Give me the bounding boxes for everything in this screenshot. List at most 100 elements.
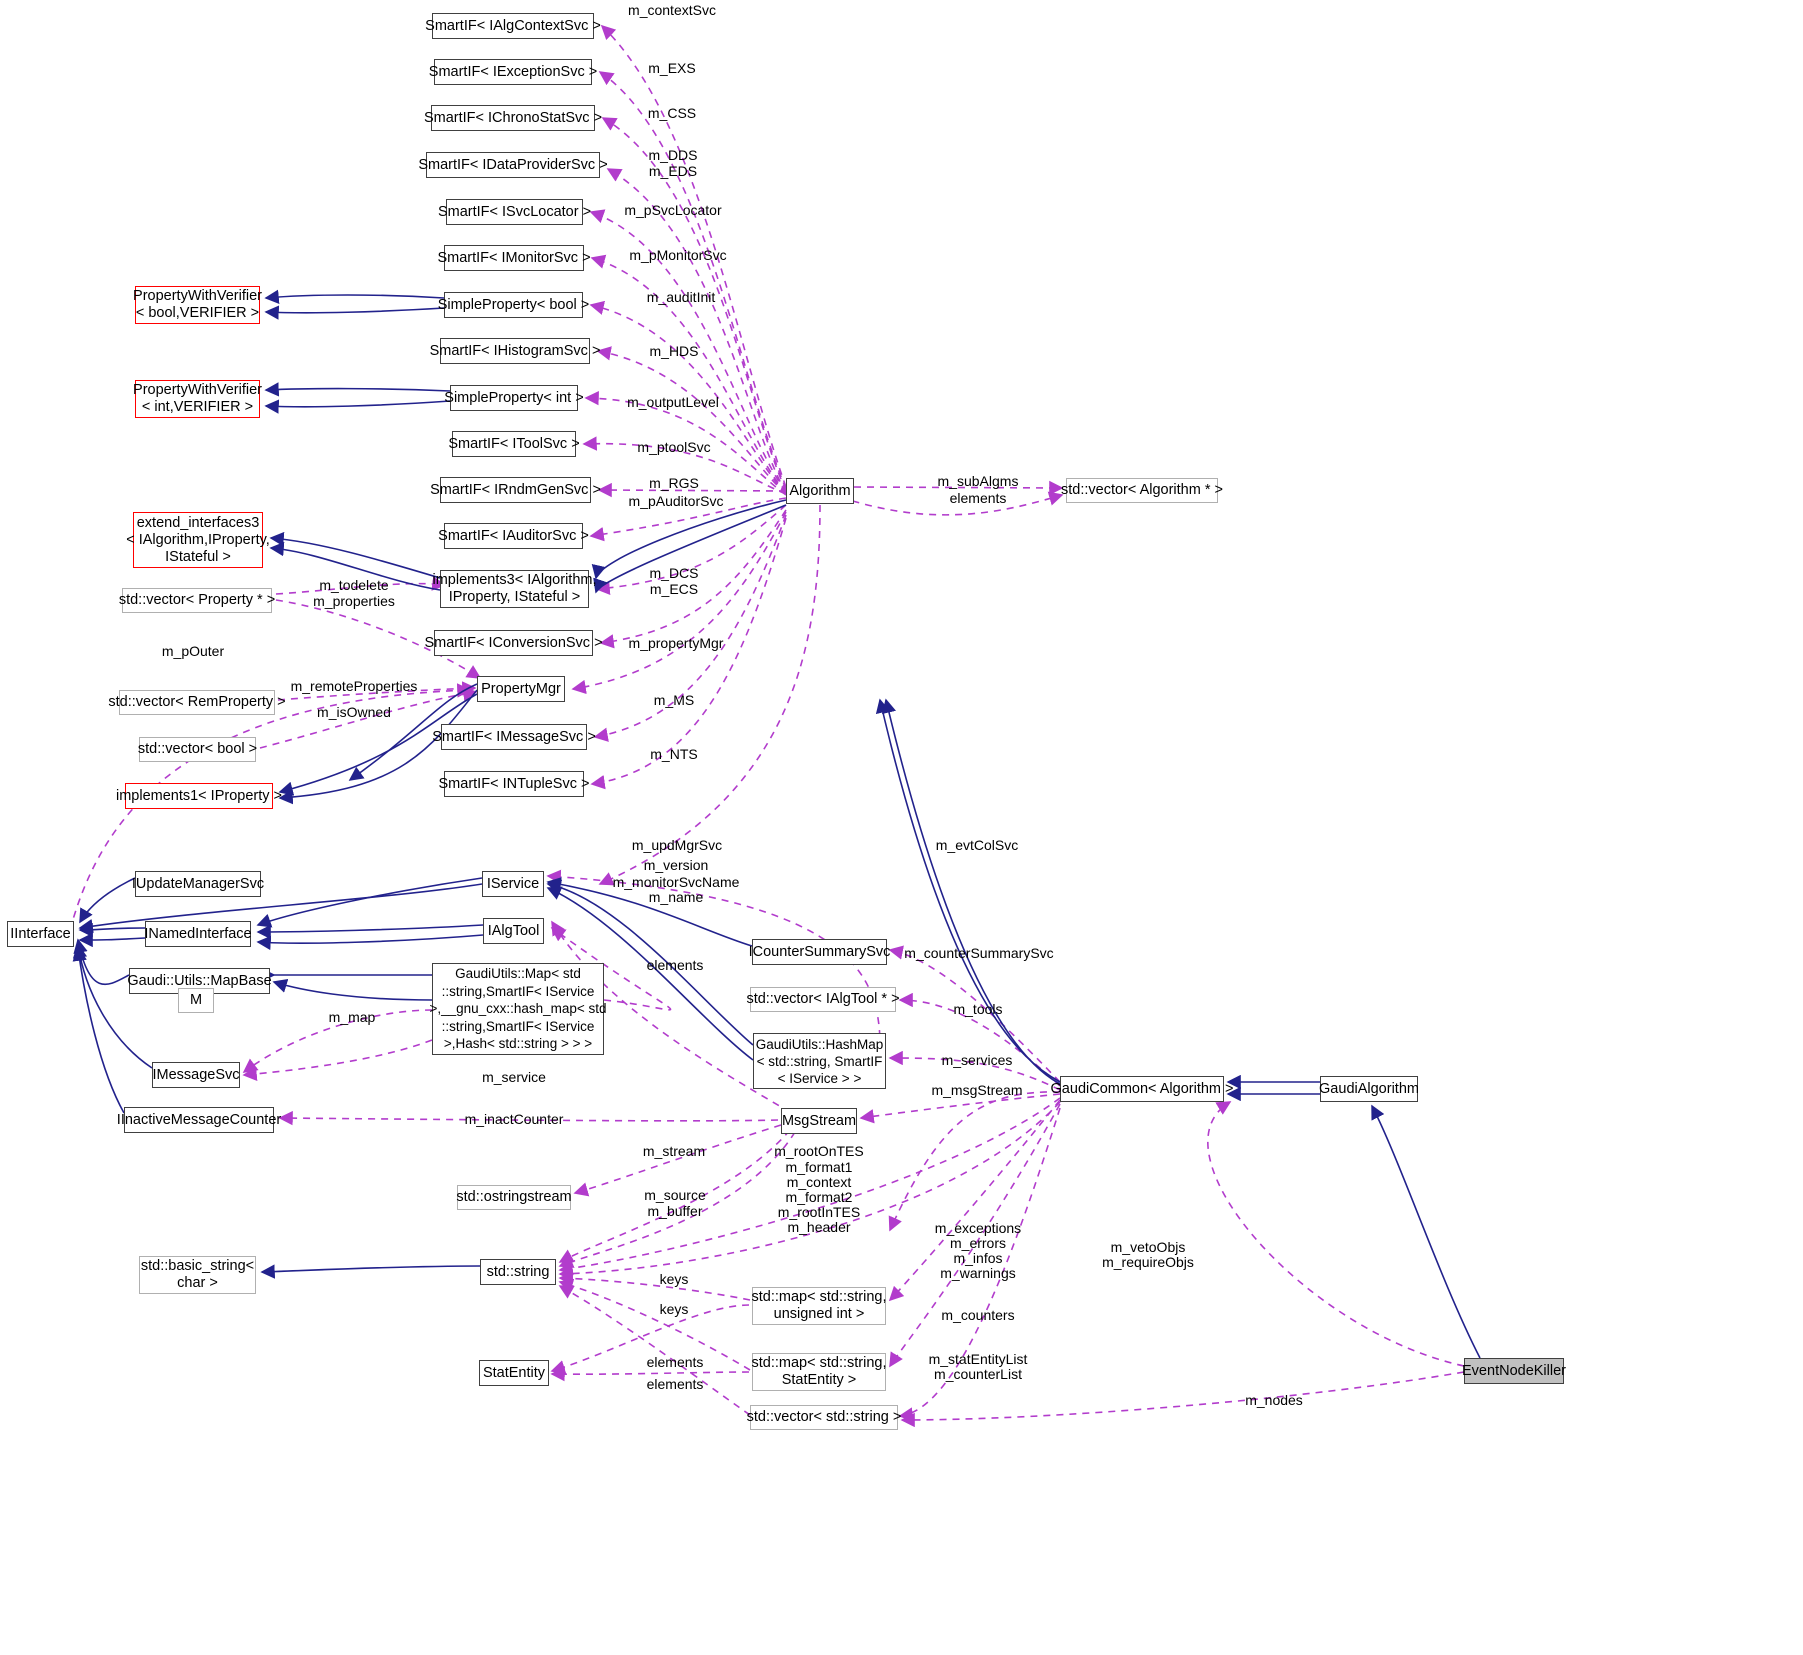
node-gaudialgorithm[interactable]: GaudiAlgorithm: [1319, 1076, 1419, 1102]
node-smartif-ihistogramsvc[interactable]: SmartIF< IHistogramSvc >: [430, 338, 600, 364]
node-iinactivemessagecounter[interactable]: IInactiveMessageCounter: [117, 1107, 281, 1133]
node-ostringstream[interactable]: std::ostringstream: [456, 1185, 572, 1210]
node-map-string-statentity[interactable]: std::map< std::string, StatEntity >: [752, 1353, 887, 1391]
edge-label-m-requireobjs: m_requireObjs: [1102, 1254, 1194, 1270]
edge-label-m-subalgms: m_subAlgms: [937, 473, 1019, 489]
edge-label-elements-subalgms: elements: [949, 490, 1007, 506]
node-smartif-irndmgensvc[interactable]: SmartIF< IRndmGenSvc >: [430, 477, 601, 503]
edge-label-m-stream: m_stream: [642, 1143, 706, 1159]
node-iinterface[interactable]: IInterface: [7, 921, 74, 947]
node-smartif-iconversionsvc[interactable]: SmartIF< IConversionSvc >: [424, 630, 603, 656]
node-msgstream[interactable]: MsgStream: [781, 1108, 857, 1134]
edge-label-m-psvclocator: m_pSvcLocator: [624, 202, 722, 218]
node-extend-interfaces3[interactable]: extend_interfaces3 < IAlgorithm,IPropert…: [126, 512, 270, 568]
edge-label-m-map: m_map: [328, 1009, 376, 1025]
edge-label-m-css: m_CSS: [647, 105, 697, 121]
edge-label-m-counters: m_counters: [941, 1307, 1015, 1323]
node-imessagesvc[interactable]: IMessageSvc: [152, 1062, 240, 1088]
node-smartif-idataprovidersvc[interactable]: SmartIF< IDataProviderSvc >: [418, 152, 608, 178]
edge-label-m-service: m_service: [482, 1069, 546, 1085]
edge-label-m-updmgrsvc: m_updMgrSvc: [631, 837, 723, 853]
edge-label-m-buffer: m_buffer: [647, 1203, 703, 1219]
node-vector-ialgtool-ptr[interactable]: std::vector< IAlgTool * >: [746, 987, 900, 1012]
node-vector-string[interactable]: std::vector< std::string >: [747, 1405, 901, 1430]
node-smartif-iexceptionsvc[interactable]: SmartIF< IExceptionSvc >: [429, 59, 597, 85]
node-smartif-ichronostatsvc[interactable]: SmartIF< IChronoStatSvc >: [424, 105, 602, 131]
edge-label-m-pauditorsvc: m_pAuditorSvc: [628, 493, 724, 509]
edge-label-m-remoteproperties: m_remoteProperties: [290, 678, 418, 694]
node-vector-property-ptr[interactable]: std::vector< Property * >: [119, 588, 275, 613]
node-vector-algorithm-ptr[interactable]: std::vector< Algorithm * >: [1061, 478, 1223, 503]
node-iservice[interactable]: IService: [482, 871, 544, 897]
edge-label-m-errors: m_errors: [949, 1235, 1007, 1251]
edge-label-m-services: m_services: [941, 1052, 1013, 1068]
edge-label-m-dds-m-eds: m_DDS m_EDS: [648, 147, 698, 179]
node-implements3[interactable]: implements3< IAlgorithm, IProperty, ISta…: [433, 570, 597, 608]
node-simpleproperty-int[interactable]: SimpleProperty< int >: [444, 385, 584, 411]
edge-label-keys-1: keys: [659, 1271, 689, 1287]
node-statentity[interactable]: StatEntity: [479, 1360, 549, 1386]
edge-label-elements-statentity-1: elements: [646, 1354, 704, 1370]
edge-label-m-propertymgr: m_propertyMgr: [628, 635, 724, 651]
edge-label-m-format2: m_format2: [785, 1189, 853, 1205]
node-smartif-ialgcontextsvc[interactable]: SmartIF< IAlgContextSvc >: [425, 13, 601, 39]
node-implements1-iproperty[interactable]: implements1< IProperty >: [116, 783, 282, 809]
node-smartif-itoolsvc[interactable]: SmartIF< IToolSvc >: [448, 431, 580, 457]
edge-label-m-evtcolsvc: m_evtColSvc: [935, 837, 1019, 853]
edge-label-m-contextsvc: m_contextSvc: [628, 2, 716, 18]
edge-label-m-auditinit: m_auditInit: [646, 289, 716, 305]
edge-label-m-todelete: m_todelete: [319, 577, 389, 593]
edge-label-m-context: m_context: [786, 1174, 852, 1190]
node-basic-string-char[interactable]: std::basic_string< char >: [139, 1256, 256, 1294]
node-gaudicommon-algorithm[interactable]: GaudiCommon< Algorithm >: [1051, 1076, 1233, 1102]
node-propertywithverifier-int[interactable]: PropertyWithVerifier < int,VERIFIER >: [133, 380, 262, 418]
node-smartif-imessagesvc[interactable]: SmartIF< IMessageSvc >: [432, 724, 596, 750]
edge-label-m-dcs-m-ecs: m_DCS m_ECS: [649, 565, 699, 597]
edge-label-m-source: m_source: [644, 1187, 706, 1203]
edge-label-m-msgstream: m_msgStream: [931, 1082, 1023, 1098]
node-simpleproperty-bool[interactable]: SimpleProperty< bool >: [438, 292, 589, 318]
edge-label-m-pouter: m_pOuter: [161, 643, 225, 659]
node-propertymgr[interactable]: PropertyMgr: [477, 676, 565, 702]
edge-label-m-vetoobjs: m_vetoObjs: [1110, 1239, 1186, 1255]
edge-label-m-format1: m_format1: [785, 1159, 853, 1175]
edge-label-m-pmonitorsvc: m_pMonitorSvc: [629, 247, 727, 263]
edge-label-m-exceptions: m_exceptions: [934, 1220, 1022, 1236]
edge-label-m-rgs: m_RGS: [649, 475, 699, 491]
node-smartif-intuplesvc[interactable]: SmartIF< INTupleSvc >: [439, 771, 589, 797]
edge-label-m-nts: m_NTS: [650, 746, 698, 762]
edge-label-m-tools: m_tools: [953, 1001, 1003, 1017]
edge-label-m-hds: m_HDS: [649, 343, 699, 359]
edge-label-keys-2: keys: [659, 1301, 689, 1317]
node-map-string-uint[interactable]: std::map< std::string, unsigned int >: [752, 1287, 887, 1325]
node-propertywithverifier-bool[interactable]: PropertyWithVerifier < bool,VERIFIER >: [133, 286, 262, 324]
node-iupdatemanagersvc[interactable]: IUpdateManagerSvc: [132, 871, 264, 897]
node-icountersummarysvc[interactable]: ICounterSummarySvc: [749, 939, 890, 965]
edge-label-m-counterlist: m_counterList: [934, 1366, 1022, 1382]
node-inamedinterface[interactable]: INamedInterface: [144, 921, 252, 947]
edge-label-m-outputlevel: m_outputLevel: [627, 394, 719, 410]
edge-label-m-monitorsvcname: m_monitorSvcName: [612, 874, 740, 890]
node-smartif-isvclocator[interactable]: SmartIF< ISvcLocator >: [438, 199, 591, 225]
node-smartif-iauditorsvc[interactable]: SmartIF< IAuditorSvc >: [438, 523, 589, 549]
node-gaudiutils-hashmap[interactable]: GaudiUtils::HashMap < std::string, Smart…: [753, 1033, 886, 1089]
edge-label-m-exs: m_EXS: [648, 60, 696, 76]
node-eventnodekiller: EventNodeKiller: [1462, 1358, 1566, 1384]
edge-label-m-rootontes: m_rootOnTES: [774, 1143, 864, 1159]
edge-label-m-warnings: m_warnings: [940, 1265, 1016, 1281]
node-m[interactable]: M: [178, 988, 214, 1013]
edge-label-m-rootintes: m_rootInTES: [777, 1204, 861, 1220]
node-vector-bool[interactable]: std::vector< bool >: [138, 737, 257, 762]
node-vector-remproperty[interactable]: std::vector< RemProperty >: [108, 690, 286, 715]
node-std-string[interactable]: std::string: [480, 1259, 556, 1285]
edge-label-m-ptoolsvc: m_ptoolSvc: [637, 439, 711, 455]
node-smartif-imonitorsvc[interactable]: SmartIF< IMonitorSvc >: [437, 245, 591, 271]
node-ialgtool[interactable]: IAlgTool: [483, 918, 544, 944]
node-algorithm[interactable]: Algorithm: [786, 478, 854, 504]
edge-label-m-ms: m_MS: [653, 692, 695, 708]
node-gaudiutils-map[interactable]: GaudiUtils::Map< std ::string,SmartIF< I…: [429, 963, 607, 1055]
edge-label-elements-map: elements: [646, 957, 704, 973]
edge-label-m-countersummarysvc: m_counterSummarySvc: [904, 945, 1054, 961]
